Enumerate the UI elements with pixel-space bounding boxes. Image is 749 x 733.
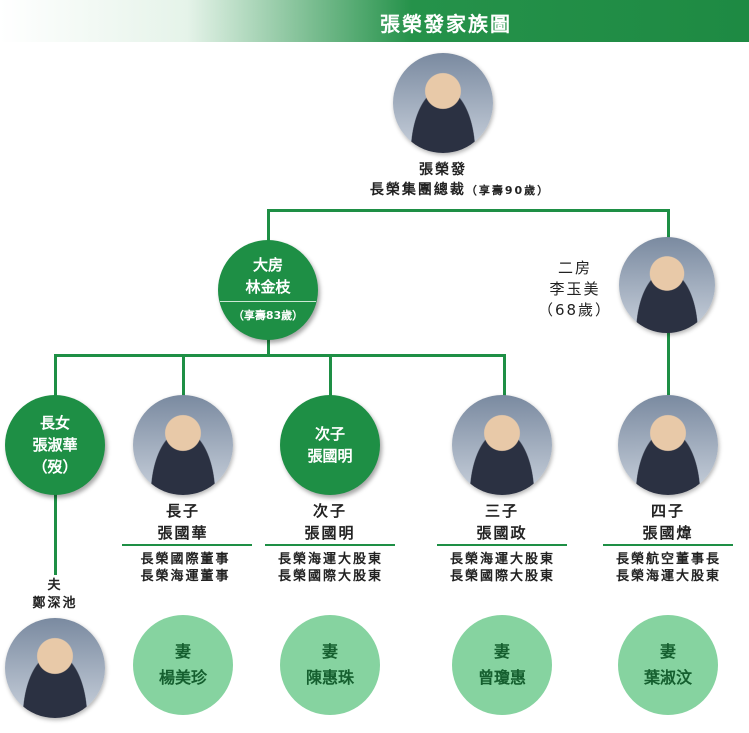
wife1-name: 林金枝: [245, 277, 291, 296]
connector: [54, 354, 506, 357]
patriarch-photo: [393, 53, 493, 153]
daughter-circle: 長女張淑華（歿）: [5, 395, 105, 495]
connector: [267, 338, 270, 356]
connector: [503, 354, 506, 399]
connector: [267, 209, 670, 212]
son4-name: 四子張國煒: [642, 502, 694, 542]
son1-name: 長子張國華: [157, 502, 209, 542]
son2-circle: 次子張國明: [280, 395, 380, 495]
connector: [182, 354, 185, 399]
wife2-text: 二房李玉美（68歲）: [537, 259, 613, 319]
divider: [603, 544, 733, 546]
son4-roles: 長榮航空董事長長榮海運大股東: [615, 552, 721, 584]
wife2-photo: [619, 237, 715, 333]
son2-roles: 長榮海運大股東長榮國際大股東: [277, 552, 383, 584]
husband-text: 夫鄭深池: [32, 578, 78, 611]
connector: [329, 354, 332, 399]
son3-name: 三子張國政: [476, 502, 528, 542]
son1-wife: 妻楊美珍: [133, 615, 233, 715]
divider: [265, 544, 395, 546]
divider: [122, 544, 252, 546]
son4-wife: 妻葉淑汶: [618, 615, 718, 715]
connector: [267, 209, 270, 244]
son4-photo: [618, 395, 718, 495]
divider: [437, 544, 567, 546]
son3-photo: [452, 395, 552, 495]
connector: [667, 209, 670, 239]
son3-roles: 長榮海運大股東長榮國際大股東: [449, 552, 555, 584]
husband-photo: [5, 618, 105, 718]
wife1-note: （享壽83歲）: [220, 300, 316, 327]
son3-wife: 妻曾瓊惠: [452, 615, 552, 715]
connector: [54, 354, 57, 399]
patriarch-name: 張榮發: [419, 162, 467, 178]
connector: [54, 490, 57, 575]
son1-photo: [133, 395, 233, 495]
header-bar: 張榮發家族圖: [0, 0, 749, 42]
patriarch-desc: 長榮集團總裁（享壽90歲）: [369, 182, 551, 198]
connector: [667, 330, 670, 395]
son2-wife: 妻陳惠珠: [280, 615, 380, 715]
wife1-label: 大房: [252, 255, 283, 274]
wife1-circle: 大房 林金枝 （享壽83歲）: [218, 240, 318, 340]
son2-name: 次子張國明: [304, 502, 356, 542]
son1-roles: 長榮國際董事長榮海運董事: [140, 552, 231, 584]
title: 張榮發家族圖: [380, 12, 512, 36]
